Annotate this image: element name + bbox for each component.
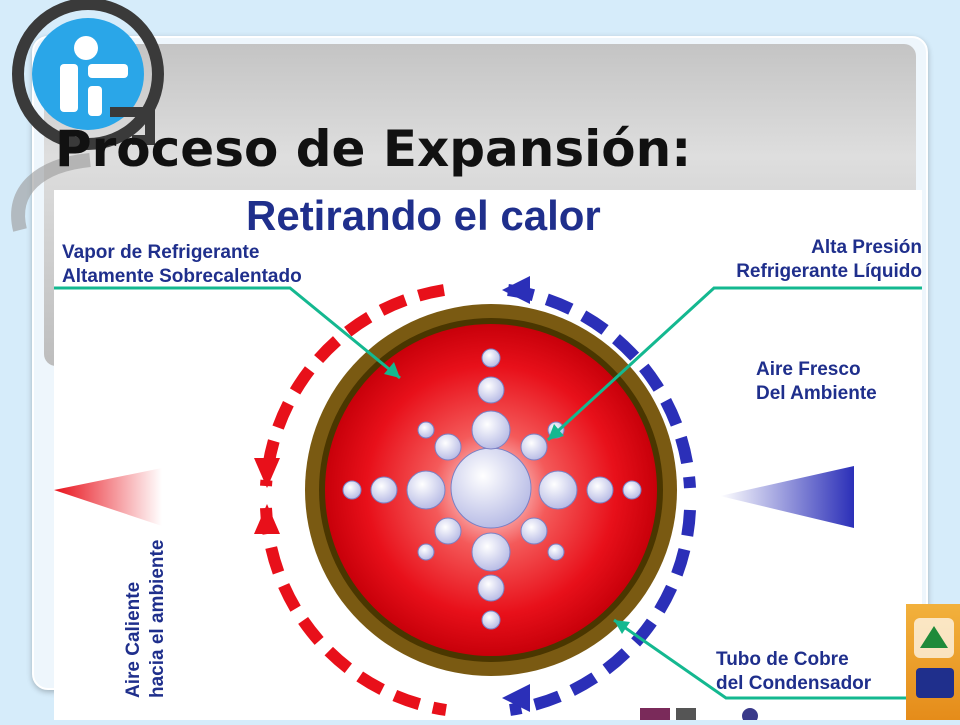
cold-dashed-arc-top xyxy=(507,284,696,489)
label-aire-caliente: Aire Caliente hacia el ambiente xyxy=(122,508,172,698)
hot-air-arrow xyxy=(54,468,162,526)
label-aire-line2: Del Ambiente xyxy=(756,383,877,404)
hot-dashed-arc-top xyxy=(260,284,445,487)
leader-lines xyxy=(54,286,922,700)
label-aire-line1: Aire Fresco xyxy=(756,359,861,380)
label-vapor-line2: Altamente Sobrecalentado xyxy=(62,266,302,287)
label-aire-fresco: Aire Fresco Del Ambiente xyxy=(756,358,877,406)
label-alta-line1: Alta Presión xyxy=(811,237,922,258)
diagram-heading: Retirando el calor xyxy=(246,192,601,239)
label-vapor-line1: Vapor de Refrigerante xyxy=(62,242,260,263)
hot-dashed-arc-bottom xyxy=(260,507,447,716)
label-vapor: Vapor de Refrigerante Altamente Sobrecal… xyxy=(62,241,302,289)
label-alta-line2: Refrigerante Líquido xyxy=(736,261,922,282)
label-tubo-cobre: Tubo de Cobre del Condensador xyxy=(716,648,871,696)
sponsor-logos-icon xyxy=(640,708,758,720)
fresh-air-arrow xyxy=(720,466,854,528)
cold-arrow-head-top xyxy=(502,276,530,304)
institution-logo-icon xyxy=(906,604,960,720)
cold-dashed-arc-bottom xyxy=(509,509,696,716)
condenser-diagram: Retirando el calor Vapor de Refrigerante… xyxy=(54,190,922,720)
hot-arrow-head-bottom xyxy=(254,504,280,534)
page-title: Proceso de Expansión: xyxy=(55,120,692,178)
cold-arrow-head-bottom xyxy=(502,684,530,712)
label-tubo-line1: Tubo de Cobre xyxy=(716,649,849,670)
copper-tubes xyxy=(342,348,642,630)
label-alta-presion: Alta Presión Refrigerante Líquido xyxy=(736,236,922,284)
label-tubo-line2: del Condensador xyxy=(716,673,872,694)
hot-arrow-head-top xyxy=(254,458,280,488)
label-caliente-line1: Aire Caliente xyxy=(123,581,144,698)
label-caliente-line2: hacia el ambiente xyxy=(147,539,168,698)
diagram-graphic xyxy=(54,276,922,716)
itg-logo-icon xyxy=(11,0,164,232)
